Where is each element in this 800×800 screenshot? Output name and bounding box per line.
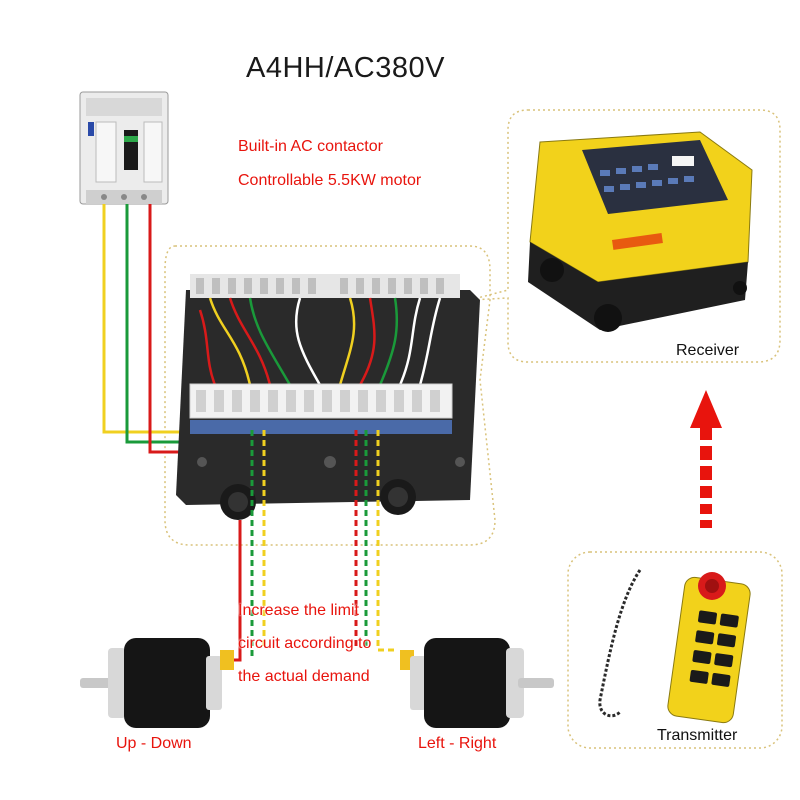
- limit-note-line-3: the actual demand: [238, 668, 370, 685]
- motor-up-down: [80, 638, 234, 728]
- motor-left-right: [400, 638, 554, 728]
- limit-note-line-2: circuit according to: [238, 635, 372, 652]
- feature-contactor: Built-in AC contactor: [238, 138, 383, 155]
- transmitter-unit: [598, 569, 751, 724]
- circuit-breaker: [79, 91, 169, 205]
- limit-note-line-1: Increase the limit: [238, 602, 359, 619]
- feature-motor-power: Controllable 5.5KW motor: [238, 172, 422, 189]
- up-down-label: Up - Down: [116, 735, 192, 752]
- page-title: A4HH/AC380V: [246, 52, 445, 84]
- control-box: [176, 274, 480, 520]
- signal-arrow: [690, 390, 722, 528]
- transmitter-label: Transmitter: [654, 727, 741, 745]
- left-right-label: Left - Right: [418, 735, 497, 752]
- receiver-unit: [528, 131, 753, 332]
- transmitter-callout-outline: [567, 551, 783, 749]
- receiver-label: Receiver: [673, 342, 743, 360]
- motor-feed-wires: [232, 430, 398, 662]
